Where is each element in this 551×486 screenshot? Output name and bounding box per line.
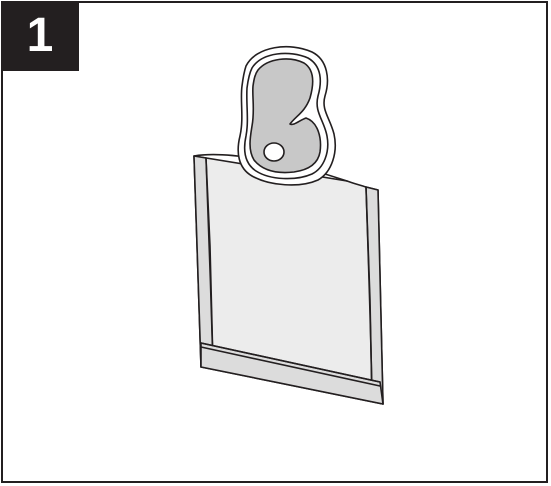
vacuum-bag-icon xyxy=(194,155,383,404)
steak-icon xyxy=(238,47,335,185)
steak-bone xyxy=(264,143,284,161)
